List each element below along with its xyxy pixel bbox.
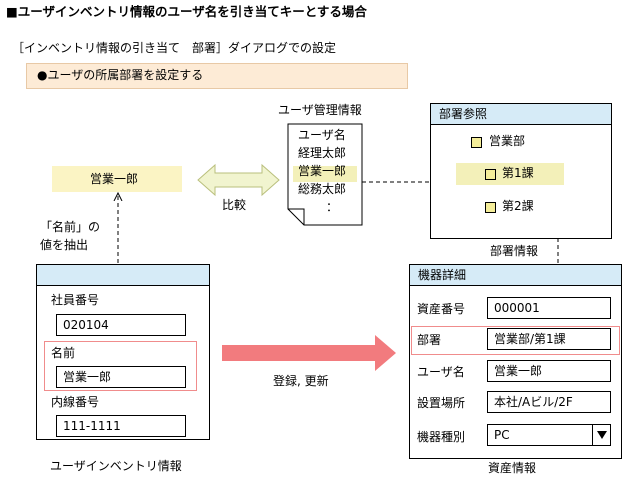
field-label-dept: 部署 [417,333,442,347]
field-label-user-name: ユーザ名 [417,365,465,379]
dept-ref-caption: 部署情報 [490,244,539,258]
asset-detail-title: 機器詳細 [418,268,467,282]
user-name-key-value: 営業一郎 [90,172,139,186]
user-mgmt-item: 経理太郎 [298,146,347,160]
user-inventory-panel [36,264,210,440]
dept-folder-icon [471,137,482,148]
location-field[interactable]: 本社/Aビル/2F [487,391,611,413]
name-field-highlight [44,341,197,391]
user-inventory-header [37,265,209,286]
name-field[interactable]: 営業一郎 [56,366,186,388]
compare-double-arrow [197,163,280,197]
note-banner: ●ユーザの所属部署を設定する [26,63,408,89]
dept-field-highlight [411,326,620,355]
device-type-select[interactable]: PC [487,424,611,446]
user-mgmt-item: 営業一郎 [298,164,347,178]
triangle-down-icon [597,431,607,439]
dept-folder-icon [485,169,496,180]
extract-label-line2: 値を抽出 [40,238,89,252]
user-name-key-box: 営業一郎 [52,166,182,192]
user-mgmt-list: ユーザ名 経理太郎 営業一郎 総務太郎 ： [298,128,346,218]
user-mgmt-title: ユーザ管理情報 [278,103,362,117]
extension-field[interactable]: 111-1111 [56,415,186,437]
note-text: ●ユーザの所属部署を設定する [37,68,204,82]
user-mgmt-highlight [293,166,357,182]
user-mgmt-item: ： [326,200,339,214]
field-label-asset-no: 資産番号 [417,302,466,316]
asset-detail-header: 機器詳細 [410,265,621,286]
dropdown-button[interactable] [592,424,611,446]
dialog-subtitle: ［インベントリ情報の引き当て 部署］ダイアログでの設定 [12,41,337,55]
field-label-extension: 内線番号 [51,395,100,409]
dept-tree-selected[interactable] [456,163,564,185]
dept-tree-child[interactable]: 第2課 [502,199,534,213]
user-name-field[interactable]: 営業一郎 [487,360,611,382]
field-label-name: 名前 [51,346,76,360]
dept-ref-header: 部署参照 [431,104,611,125]
register-label: 登録, 更新 [273,374,329,388]
page-title: ■ユーザインベントリ情報のユーザ名を引き当てキーとする場合 [6,4,367,19]
extract-label-line1: 「名前」の [40,220,101,234]
compare-label: 比較 [222,198,247,212]
employee-id-field[interactable]: 020104 [56,314,186,336]
dept-tree-root[interactable]: 営業部 [489,134,526,148]
asset-no-field[interactable]: 000001 [487,297,611,319]
user-mgmt-item: 総務太郎 [298,182,347,196]
field-label-employee-id: 社員番号 [51,293,100,307]
asset-caption: 資産情報 [488,461,537,475]
dept-folder-icon [485,202,496,213]
field-label-location: 設置場所 [417,396,466,410]
register-arrow [222,335,396,371]
dept-ref-title: 部署参照 [439,107,488,121]
user-mgmt-item: ユーザ名 [298,128,346,142]
dept-field[interactable]: 営業部/第1課 [487,328,611,350]
field-label-device-type: 機器種別 [417,430,466,444]
user-inventory-caption: ユーザインベントリ情報 [50,459,182,473]
dept-tree-child[interactable]: 第1課 [502,166,534,180]
device-type-value: PC [494,428,510,442]
